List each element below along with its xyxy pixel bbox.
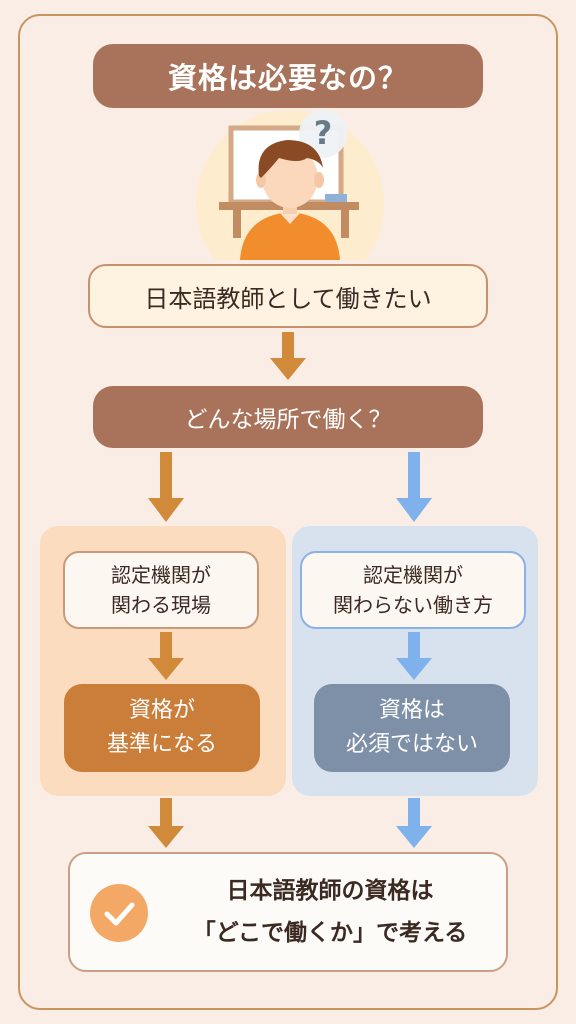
page-title: 資格は必要なの？: [93, 44, 483, 108]
conclusion-text: 日本語教師の資格は 「どこで働くか」で考える: [160, 870, 500, 954]
check-icon: [104, 902, 135, 926]
question-box: どんな場所で働く？: [93, 386, 483, 448]
left-condition-line1: 認定機関が: [111, 563, 211, 587]
right-result-line2: 必須ではない: [345, 732, 478, 757]
right-result-line1: 資格は: [378, 698, 445, 723]
left-result-line2: 基準になる: [106, 732, 217, 757]
left-result-line1: 資格が: [128, 698, 195, 723]
arrow-down-right-result: [396, 632, 432, 680]
question-mark-icon: ?: [314, 114, 333, 152]
right-result-box: 資格は 必須ではない: [314, 684, 510, 772]
goal-box: 日本語教師として働きたい: [88, 264, 488, 328]
right-condition-line1: 認定機関が: [363, 563, 463, 587]
conclusion-line1: 日本語教師の資格は: [226, 878, 434, 904]
arrow-down-left-branch: [148, 452, 184, 522]
conclusion-line2: 「どこで働くか」で考える: [192, 920, 468, 946]
right-condition-box: 認定機関が 関わらない働き方: [300, 551, 526, 629]
check-circle: [90, 884, 148, 942]
arrow-down-left-conclusion: [148, 798, 184, 848]
arrow-down-right-branch: [396, 452, 432, 522]
arrow-down-left-result: [148, 632, 184, 680]
person-illustration: ?: [196, 110, 384, 260]
left-result-box: 資格が 基準になる: [64, 684, 260, 772]
left-condition-line2: 関わる現場: [111, 593, 211, 617]
arrow-down-right-conclusion: [396, 798, 432, 848]
arrow-down-goal: [270, 332, 306, 380]
left-condition-box: 認定機関が 関わる現場: [63, 551, 259, 629]
right-condition-line2: 関わらない働き方: [333, 593, 493, 617]
